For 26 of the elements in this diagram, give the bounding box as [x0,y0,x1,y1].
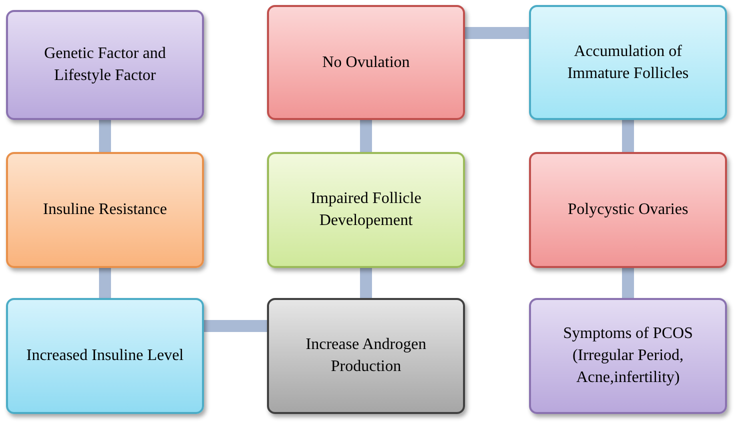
process-box [6,152,204,268]
process-box [267,298,465,414]
connector-bar [99,120,111,152]
box-label: Symptoms of PCOS (Irregular Period, Acne,infertility) [562,324,694,388]
process-box [6,298,204,414]
box-label: Increase Androgen Production [304,335,428,377]
connector-bar [360,120,372,152]
box-label: Impaired Follicle Developement [310,189,422,231]
connector-bar [99,268,111,298]
process-box [529,5,727,120]
process-box [267,152,465,268]
process-box [529,298,727,414]
process-box [6,10,204,120]
connector-bar [204,320,267,332]
box-label: Accumulation of Immature Follicles [566,42,690,84]
box-label: Genetic Factor and Lifestyle Factor [43,44,167,86]
connector-bar [465,27,529,39]
process-box [529,152,727,268]
connector-bar [622,120,634,152]
box-label: Insuline Resistance [43,200,167,220]
connector-bar [622,268,634,298]
box-label: Increased Insuline Level [26,346,184,366]
box-label: No Ovulation [322,52,410,72]
connector-bar [360,268,372,298]
box-label: Polycystic Ovaries [568,200,688,220]
process-box [267,5,465,120]
